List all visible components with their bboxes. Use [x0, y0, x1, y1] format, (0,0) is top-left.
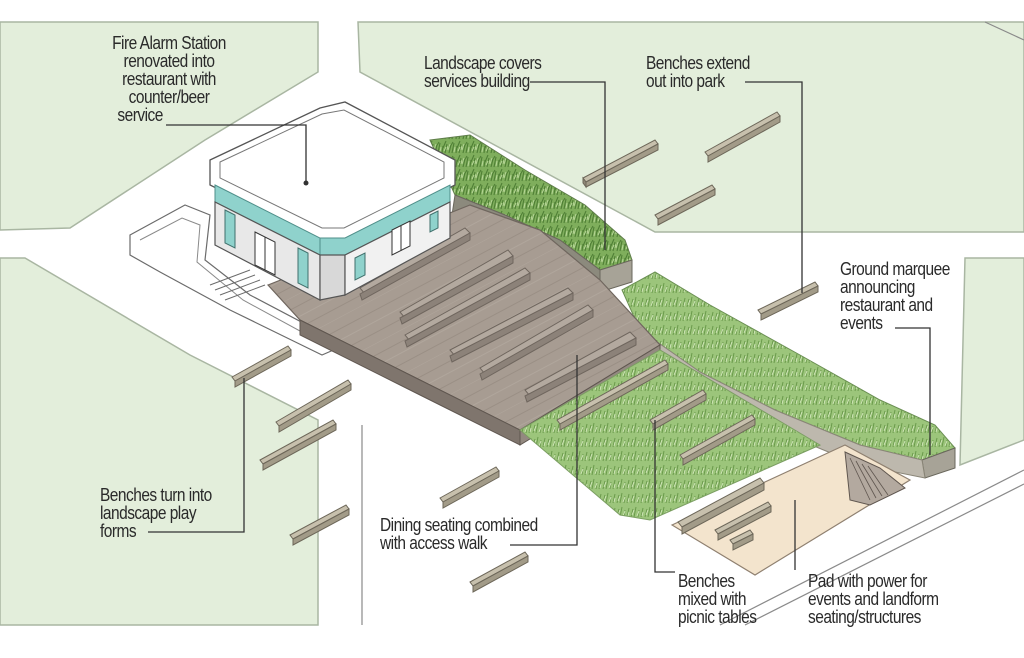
- bench: [556, 359, 669, 431]
- annotation-line: Landscape covers: [424, 53, 542, 73]
- leader-fire-alarm: [166, 124, 307, 183]
- annotation-line: Dining seating combined: [380, 515, 538, 535]
- annotation-line: events and landform: [808, 589, 939, 609]
- leader-landscape: [530, 81, 606, 250]
- road-edge-top-right: [984, 21, 1024, 41]
- annotation-fire-alarm-station: Fire Alarm Station renovated into restau…: [105, 34, 232, 124]
- annotation-line: Benches: [678, 571, 735, 591]
- park-areas: [0, 21, 1024, 626]
- landform-seating: [844, 451, 906, 506]
- bench: [704, 111, 781, 163]
- bench: [259, 419, 337, 471]
- annotation-dining-seating: Dining seating combined with access walk: [380, 516, 538, 552]
- bench: [654, 184, 716, 226]
- bench: [679, 414, 756, 466]
- leader-benches-extend: [745, 81, 803, 293]
- park-block-bottom-left: [0, 257, 319, 626]
- annotation-line: Benches extend: [646, 53, 750, 73]
- picnic-table: [714, 501, 772, 541]
- ground-marquee-berm: [621, 271, 956, 479]
- restaurant-building: [209, 101, 456, 301]
- window: [224, 209, 236, 249]
- benches: [231, 111, 819, 593]
- leader-benches-turn: [148, 378, 245, 533]
- annotation-line: counter/beer: [128, 87, 210, 107]
- window: [297, 247, 309, 289]
- annotation-benches-mixed: Benches mixed with picnic tables: [678, 571, 757, 627]
- picnic-table: [729, 529, 754, 551]
- annotation-ground-marquee: Ground marquee announcing restaurant and…: [840, 260, 950, 332]
- annotation-line: services building: [424, 71, 530, 91]
- annotation-benches-extend: Benches extend out into park: [646, 54, 750, 90]
- leader-ground-marquee: [895, 327, 931, 455]
- annotation-line: Pad with power for: [808, 571, 927, 591]
- bench: [582, 139, 659, 189]
- bench: [469, 551, 529, 593]
- annotation-line: landscape play: [100, 503, 197, 523]
- road-edge-right: [719, 469, 1024, 626]
- annotation-line: out into park: [646, 71, 725, 91]
- annotation-line: with access walk: [380, 533, 488, 553]
- bench: [289, 504, 350, 546]
- leader-benches-mixed: [654, 420, 675, 573]
- annotation-line: announcing: [840, 277, 915, 297]
- annotation-benches-turn: Benches turn into landscape play forms: [100, 486, 212, 540]
- annotation-line: renovated into: [123, 51, 215, 71]
- lower-lawn: [519, 349, 822, 521]
- annotation-landscape-covers: Landscape covers services building: [424, 53, 542, 91]
- bench: [231, 345, 292, 388]
- bench: [275, 379, 352, 433]
- annotation-line: events: [840, 313, 883, 333]
- annotation-line: service: [117, 105, 163, 125]
- annotation-line: Ground marquee: [840, 259, 950, 279]
- annotation-line: mixed with: [678, 589, 746, 609]
- bench: [649, 389, 707, 431]
- picnic-table: [677, 477, 765, 535]
- building-wall-front: [319, 254, 346, 301]
- annotation-line: seating/structures: [808, 607, 921, 627]
- annotation-line: picnic tables: [678, 607, 757, 627]
- annotation-line: Fire Alarm Station: [112, 33, 226, 53]
- window: [429, 210, 439, 233]
- bench: [439, 466, 500, 509]
- annotation-line: restaurant with: [122, 69, 216, 89]
- annotation-line: restaurant and: [840, 295, 933, 315]
- park-block-right-sliver: [959, 257, 1024, 467]
- window: [354, 252, 366, 281]
- annotation-pad-with-power: Pad with power for events and landform s…: [808, 571, 939, 627]
- bench: [757, 281, 819, 321]
- building-roof: [219, 109, 445, 229]
- park-block-top-right: [357, 21, 1024, 233]
- annotation-line: Benches turn into: [100, 485, 212, 505]
- leader-dining: [510, 355, 578, 546]
- park-block-top-left: [0, 21, 319, 231]
- leader-lines: [148, 81, 931, 573]
- annotation-line: forms: [100, 521, 137, 541]
- road-edge-right-2: [744, 483, 1024, 626]
